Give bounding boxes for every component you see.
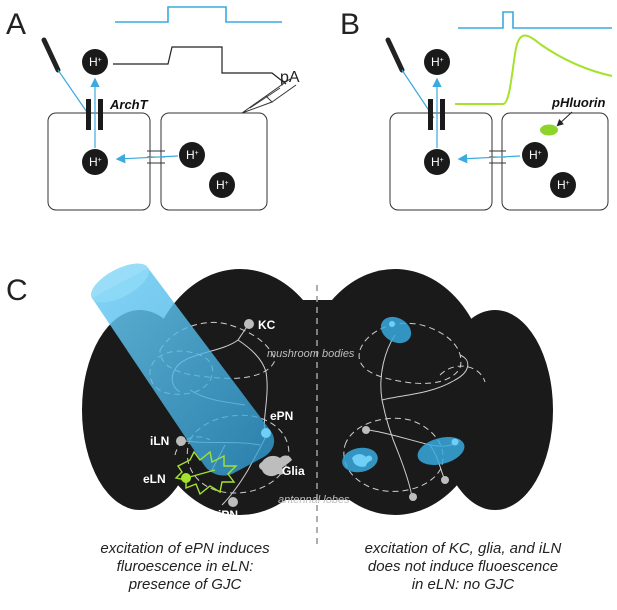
pa-label: pA bbox=[280, 69, 300, 86]
proton-icon: H+ bbox=[179, 142, 205, 168]
caption-left: excitation of ePN induces fluroescence i… bbox=[100, 540, 270, 593]
kc-soma bbox=[244, 319, 254, 329]
ipn-soma bbox=[228, 497, 238, 507]
iln-soma-right bbox=[362, 426, 370, 434]
kc-label: KC bbox=[258, 318, 276, 332]
proton-icon: H+ bbox=[209, 172, 235, 198]
neuropil-outlines-right bbox=[343, 322, 486, 492]
ipn-soma-right bbox=[409, 493, 417, 501]
proton-icon: H+ bbox=[424, 49, 450, 75]
eln-label: eLN bbox=[143, 472, 166, 486]
eln-burst-icon bbox=[174, 450, 238, 496]
kc-stim-spot bbox=[380, 316, 412, 344]
svg-text:H+: H+ bbox=[89, 155, 102, 169]
proton-transfer-arrow-b bbox=[457, 153, 521, 164]
cell-right-b bbox=[501, 112, 609, 211]
proton-transfer-arrow-a bbox=[115, 153, 179, 164]
light-pulse-trace-b bbox=[458, 11, 612, 29]
cell-right-a bbox=[160, 112, 268, 211]
panel-c-label: C bbox=[6, 274, 28, 307]
panel-b-label: B bbox=[340, 8, 360, 41]
antennal-lobes-label: antennal lobes bbox=[278, 494, 350, 506]
epn-soma bbox=[261, 428, 271, 438]
eln-soma-right bbox=[441, 476, 449, 484]
iln-stim-spot bbox=[417, 436, 465, 466]
electrode-icon bbox=[241, 78, 297, 114]
panel-a: A pA ArchT bbox=[6, 6, 300, 211]
archt-channel-icon bbox=[86, 99, 91, 130]
ipn-label: iPN bbox=[218, 508, 238, 522]
archt-channel-icon bbox=[428, 99, 433, 130]
proton-icon: H+ bbox=[82, 149, 108, 175]
glia-icon bbox=[259, 455, 292, 477]
phluorin-pointer bbox=[556, 111, 573, 127]
panel-c: C bbox=[6, 263, 553, 548]
iln-label: iLN bbox=[150, 434, 169, 448]
proton-icon: H+ bbox=[522, 142, 548, 168]
fluorescence-trace bbox=[455, 34, 613, 105]
optic-fiber-b bbox=[385, 37, 405, 73]
panel-a-label: A bbox=[6, 8, 26, 41]
svg-text:H+: H+ bbox=[529, 148, 542, 162]
proton-icon: H+ bbox=[550, 172, 576, 198]
epn-label: ePN bbox=[270, 409, 293, 423]
archt-label: ArchT bbox=[109, 97, 149, 112]
current-trace bbox=[113, 46, 287, 85]
proton-icon: H+ bbox=[424, 149, 450, 175]
light-ray-a bbox=[57, 69, 92, 119]
svg-text:H+: H+ bbox=[431, 155, 444, 169]
light-beam bbox=[90, 263, 275, 476]
caption-right: excitation of KC, glia, and iLN does not… bbox=[364, 540, 562, 593]
optic-fiber-a bbox=[41, 37, 61, 73]
svg-text:H+: H+ bbox=[89, 55, 102, 69]
svg-text:H+: H+ bbox=[216, 178, 229, 192]
glia-stim-spot bbox=[342, 447, 378, 473]
svg-text:H+: H+ bbox=[557, 178, 570, 192]
svg-text:H+: H+ bbox=[186, 148, 199, 162]
phluorin-label: pHluorin bbox=[551, 95, 605, 110]
panel-b: B pHluorin H+ H+ bbox=[340, 8, 613, 211]
iln-soma bbox=[176, 436, 186, 446]
svg-text:H+: H+ bbox=[431, 55, 444, 69]
glia-label: Glia bbox=[282, 464, 305, 478]
light-pulse-trace-a bbox=[115, 6, 282, 23]
phluorin-icon bbox=[540, 124, 558, 136]
proton-icon: H+ bbox=[82, 49, 108, 75]
mushroom-bodies-label: mushroom bodies bbox=[267, 348, 355, 360]
